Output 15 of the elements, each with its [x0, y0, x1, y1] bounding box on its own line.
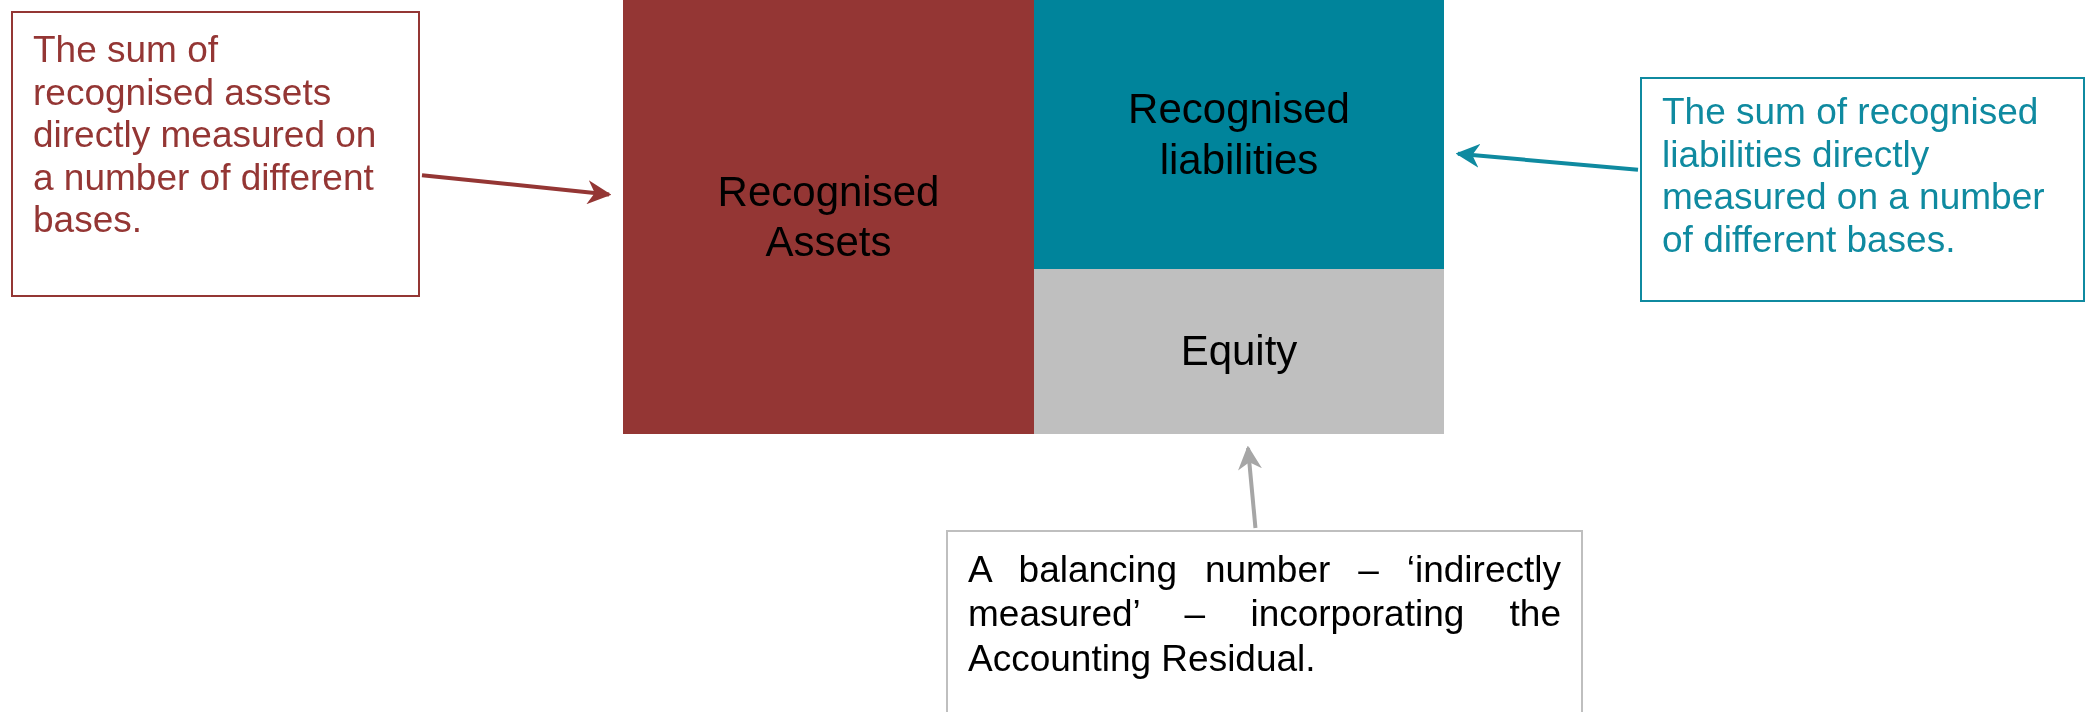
node-text: Equity [1180, 326, 1298, 377]
node-text: Recognised Assets [716, 166, 941, 267]
equity-block [1034, 269, 1444, 434]
arrow [421, 173, 612, 205]
note-box [946, 530, 1583, 712]
node-text: The sum of recognised assets directly measured on a number of different bases. [33, 29, 378, 242]
liabilities-block [1034, 0, 1444, 269]
node-text: The sum of recognised liabilities directly measured on a number of different bases. [1662, 91, 2046, 262]
arrow [1455, 143, 1639, 172]
note-box [11, 11, 420, 297]
node-text: A balancing number – ‘indirectly measured’ – incorporating the Accounting Residual. [968, 548, 1561, 681]
assets-block [623, 0, 1034, 434]
note-box [1640, 77, 2085, 302]
arrow [1238, 445, 1262, 529]
node-text: Recognised liabilities [1127, 84, 1351, 185]
